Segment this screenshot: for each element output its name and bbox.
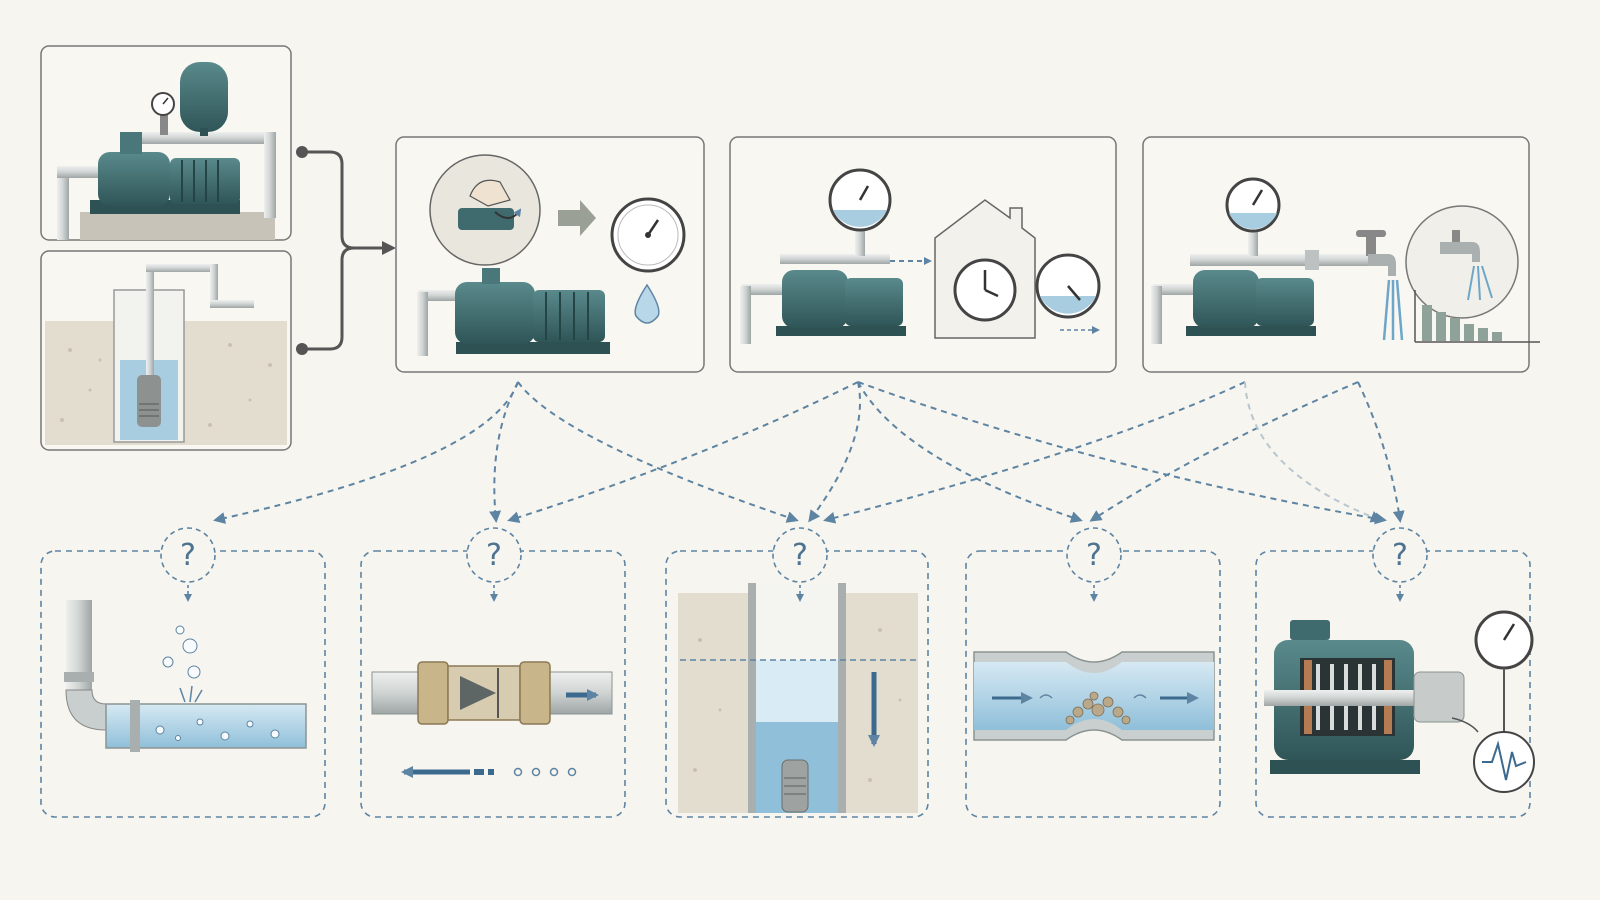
symptom-panel-weak-flow bbox=[1142, 136, 1540, 373]
submersible-well-icon bbox=[45, 264, 287, 445]
pressure-gauge-icon bbox=[610, 197, 686, 273]
question-mark: ? bbox=[180, 538, 196, 573]
symptom-panel-priming bbox=[395, 136, 705, 373]
question-mark: ? bbox=[1392, 538, 1408, 573]
flow-pressure-gauge-icon bbox=[1225, 177, 1281, 233]
low-well-icon bbox=[678, 583, 918, 813]
air-leak-pipe-icon bbox=[64, 600, 307, 752]
question-badge bbox=[466, 527, 522, 583]
clogged-pipe-icon bbox=[973, 651, 1215, 741]
question-mark: ? bbox=[486, 538, 502, 573]
backflow-arrow-icon bbox=[401, 766, 577, 778]
symptom-to-cause-connectors bbox=[213, 381, 1405, 525]
surface-pump-icon bbox=[57, 62, 276, 240]
pressure-gauge-low-icon bbox=[828, 168, 892, 232]
pressure-pump-icon bbox=[740, 228, 906, 344]
faucet-icon bbox=[1356, 230, 1404, 341]
question-badge bbox=[160, 527, 216, 583]
flow-pump-icon bbox=[1151, 226, 1380, 344]
question-badge bbox=[1372, 527, 1428, 583]
priming-pump-icon bbox=[417, 268, 610, 356]
symptom-panel-low-pressure bbox=[729, 136, 1117, 373]
check-valve-icon bbox=[371, 661, 613, 725]
vibration-gauge-icon bbox=[1451, 610, 1535, 793]
cause-panel-worn-pump: ? bbox=[1255, 527, 1535, 818]
source-panel-surface-pump bbox=[40, 45, 292, 241]
cause-panel-air-leak: ? bbox=[40, 527, 326, 818]
cause-panel-low-water-level: ? bbox=[665, 527, 929, 818]
low-pressure-gauge-icon bbox=[1035, 253, 1101, 334]
question-badge bbox=[772, 527, 828, 583]
cause-panel-check-valve: ? bbox=[360, 527, 626, 818]
priming-hand-icon bbox=[429, 154, 541, 266]
source-join-arrow bbox=[296, 146, 396, 355]
faucet-detail-icon bbox=[1405, 205, 1519, 319]
question-mark: ? bbox=[1086, 538, 1102, 573]
cause-panel-clogged-pipe: ? bbox=[965, 527, 1221, 818]
water-drop-icon bbox=[634, 283, 660, 324]
question-badge bbox=[1066, 527, 1122, 583]
source-panel-well-pump bbox=[40, 250, 292, 451]
pump-cutaway-icon bbox=[1264, 620, 1465, 774]
declining-flow-chart-icon bbox=[1414, 290, 1540, 343]
question-mark: ? bbox=[792, 538, 808, 573]
house-icon bbox=[934, 199, 1036, 339]
priming-grey-arrow-icon bbox=[558, 200, 596, 236]
